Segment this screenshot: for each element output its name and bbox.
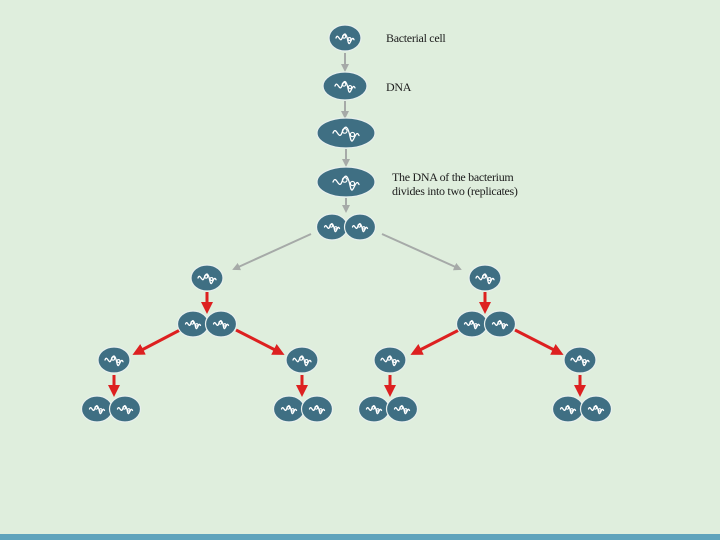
bacterial-cell-label: Bacterial cell: [386, 31, 445, 46]
daughter-cell: [110, 396, 141, 422]
red-arrow: [515, 330, 560, 353]
daughter-cell: [178, 311, 209, 337]
granddaughter-right-a: [374, 347, 406, 373]
dividing-pair-right-b: [553, 396, 612, 422]
daughter-cell: [345, 214, 376, 240]
dividing-pair-left-b: [274, 396, 333, 422]
bacterial-cell: [329, 25, 361, 51]
dividing-pair-left: [178, 311, 237, 337]
red-arrow: [136, 330, 180, 353]
daughter-cell: [274, 396, 305, 422]
red-arrow: [236, 330, 281, 353]
daughter-cell: [553, 396, 584, 422]
dividing-pair-right-a: [359, 396, 418, 422]
daughter-cell: [485, 311, 516, 337]
daughter-cell: [206, 311, 237, 337]
replication-label-line1: The DNA of the bacterium: [392, 170, 513, 185]
gray-arrow: [382, 234, 460, 269]
daughter-cell-left: [191, 265, 223, 291]
cell-dna-elongating: [317, 118, 375, 148]
daughter-cell-right: [469, 265, 501, 291]
granddaughter-left-b: [286, 347, 318, 373]
gray-arrow: [234, 234, 311, 269]
dividing-pair-left-a: [82, 396, 141, 422]
cell-dna-replicated: [317, 167, 375, 197]
daughter-cell: [302, 396, 333, 422]
footer-bar: [0, 534, 720, 540]
granddaughter-right-b: [564, 347, 596, 373]
granddaughter-left-a: [98, 347, 130, 373]
dna-label: DNA: [386, 80, 411, 95]
daughter-cell: [359, 396, 390, 422]
cell-with-dna: [323, 72, 367, 100]
daughter-cell: [317, 214, 348, 240]
red-arrow: [414, 330, 459, 353]
daughter-cell: [457, 311, 488, 337]
dividing-cell-pair: [317, 214, 376, 240]
daughter-cell: [581, 396, 612, 422]
dividing-pair-right: [457, 311, 516, 337]
daughter-cell: [82, 396, 113, 422]
daughter-cell: [387, 396, 418, 422]
replication-label-line2: divides into two (replicates): [392, 184, 518, 199]
